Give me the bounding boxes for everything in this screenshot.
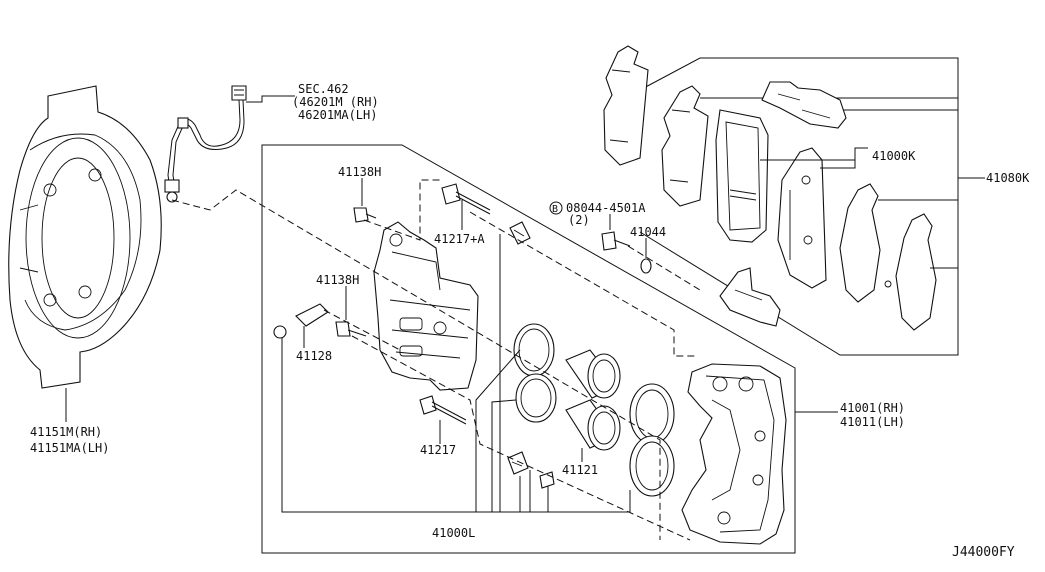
caliper-bracket[interactable] (373, 221, 479, 391)
label-bolt-41138h-mid: 41138H (316, 273, 359, 287)
caliper-assembly-frame (261, 144, 796, 554)
assembly-line-hose (171, 189, 661, 540)
assembly-line-pin-a (469, 211, 696, 357)
label-bolt-qty: (2) (568, 213, 590, 227)
bolt-code-marker-circle (549, 201, 563, 215)
caliper-body[interactable] (681, 363, 787, 545)
bleeder-cap[interactable] (539, 471, 555, 489)
label-piston: 41121 (562, 463, 598, 477)
dust-shield[interactable] (8, 85, 162, 389)
bolt-41138h-mid[interactable] (335, 321, 367, 337)
pad-clip-bottom[interactable] (719, 267, 781, 327)
hose-leader-line (246, 95, 295, 103)
assembly-line-mount (627, 245, 701, 291)
label-shield-lh: 41151MA(LH) (30, 441, 109, 455)
assembly-line-bolt-top (363, 179, 440, 241)
label-bolt-41138h-top: 41138H (338, 165, 381, 179)
pad-kit-frame (639, 57, 959, 356)
bleeder-valve[interactable] (273, 303, 329, 339)
assembly-line-bleeder (323, 309, 401, 351)
label-sec-ref: SEC.462 (298, 82, 349, 96)
label-shield-rh: 41151M(RH) (30, 425, 102, 439)
label-pin-41217: 41217 (420, 443, 456, 457)
assembly-line-bolt-mid (351, 335, 691, 541)
bolt-41138h-top[interactable] (353, 207, 377, 223)
label-bolt-code: 08044-4501A (566, 201, 646, 215)
label-bleeder: 41128 (296, 349, 332, 363)
mounting-bolt[interactable] (601, 231, 631, 251)
outer-pad-1[interactable] (603, 45, 649, 166)
guide-pin-41217a[interactable] (441, 183, 491, 215)
label-diagram-id: J44000FY (952, 545, 1015, 560)
label-seal-kit: 41000L (432, 526, 475, 540)
label-caliper-rh: 41001(RH) (840, 401, 905, 415)
brake-hose[interactable] (164, 85, 247, 203)
outer-pad-2[interactable] (661, 85, 709, 207)
piston-upper[interactable] (565, 349, 621, 399)
label-washer: 41044 (630, 225, 666, 239)
brake-pad-a[interactable] (715, 109, 769, 243)
piston-seal-lower[interactable] (515, 373, 557, 423)
brake-pad-b[interactable] (777, 147, 827, 289)
label-caliper-lh: 41011(LH) (840, 415, 905, 429)
pin-boot-lower[interactable] (507, 451, 529, 475)
seal-kit-ticks (475, 234, 549, 512)
seal-kit-leader (281, 338, 631, 513)
guide-pin-41217[interactable] (419, 395, 467, 425)
label-bolt-code-marker: B (552, 204, 558, 215)
piston-boot-lower[interactable] (629, 435, 675, 497)
label-hose-rh: (46201M (RH) (292, 95, 379, 109)
inner-pad-1[interactable] (839, 183, 881, 303)
label-pin-41217a: 41217+A (434, 232, 485, 246)
pad-leader-a (820, 147, 868, 169)
washer[interactable] (640, 258, 652, 274)
pad-clip-top[interactable] (761, 81, 847, 129)
inner-pad-2[interactable] (884, 213, 937, 331)
pin-boot-upper[interactable] (509, 221, 531, 245)
label-pad-kit: 41000K (872, 149, 916, 163)
label-kit-all: 41080K (986, 171, 1030, 185)
label-hose-lh: 46201MA(LH) (298, 108, 377, 122)
piston-lower[interactable] (565, 399, 621, 451)
